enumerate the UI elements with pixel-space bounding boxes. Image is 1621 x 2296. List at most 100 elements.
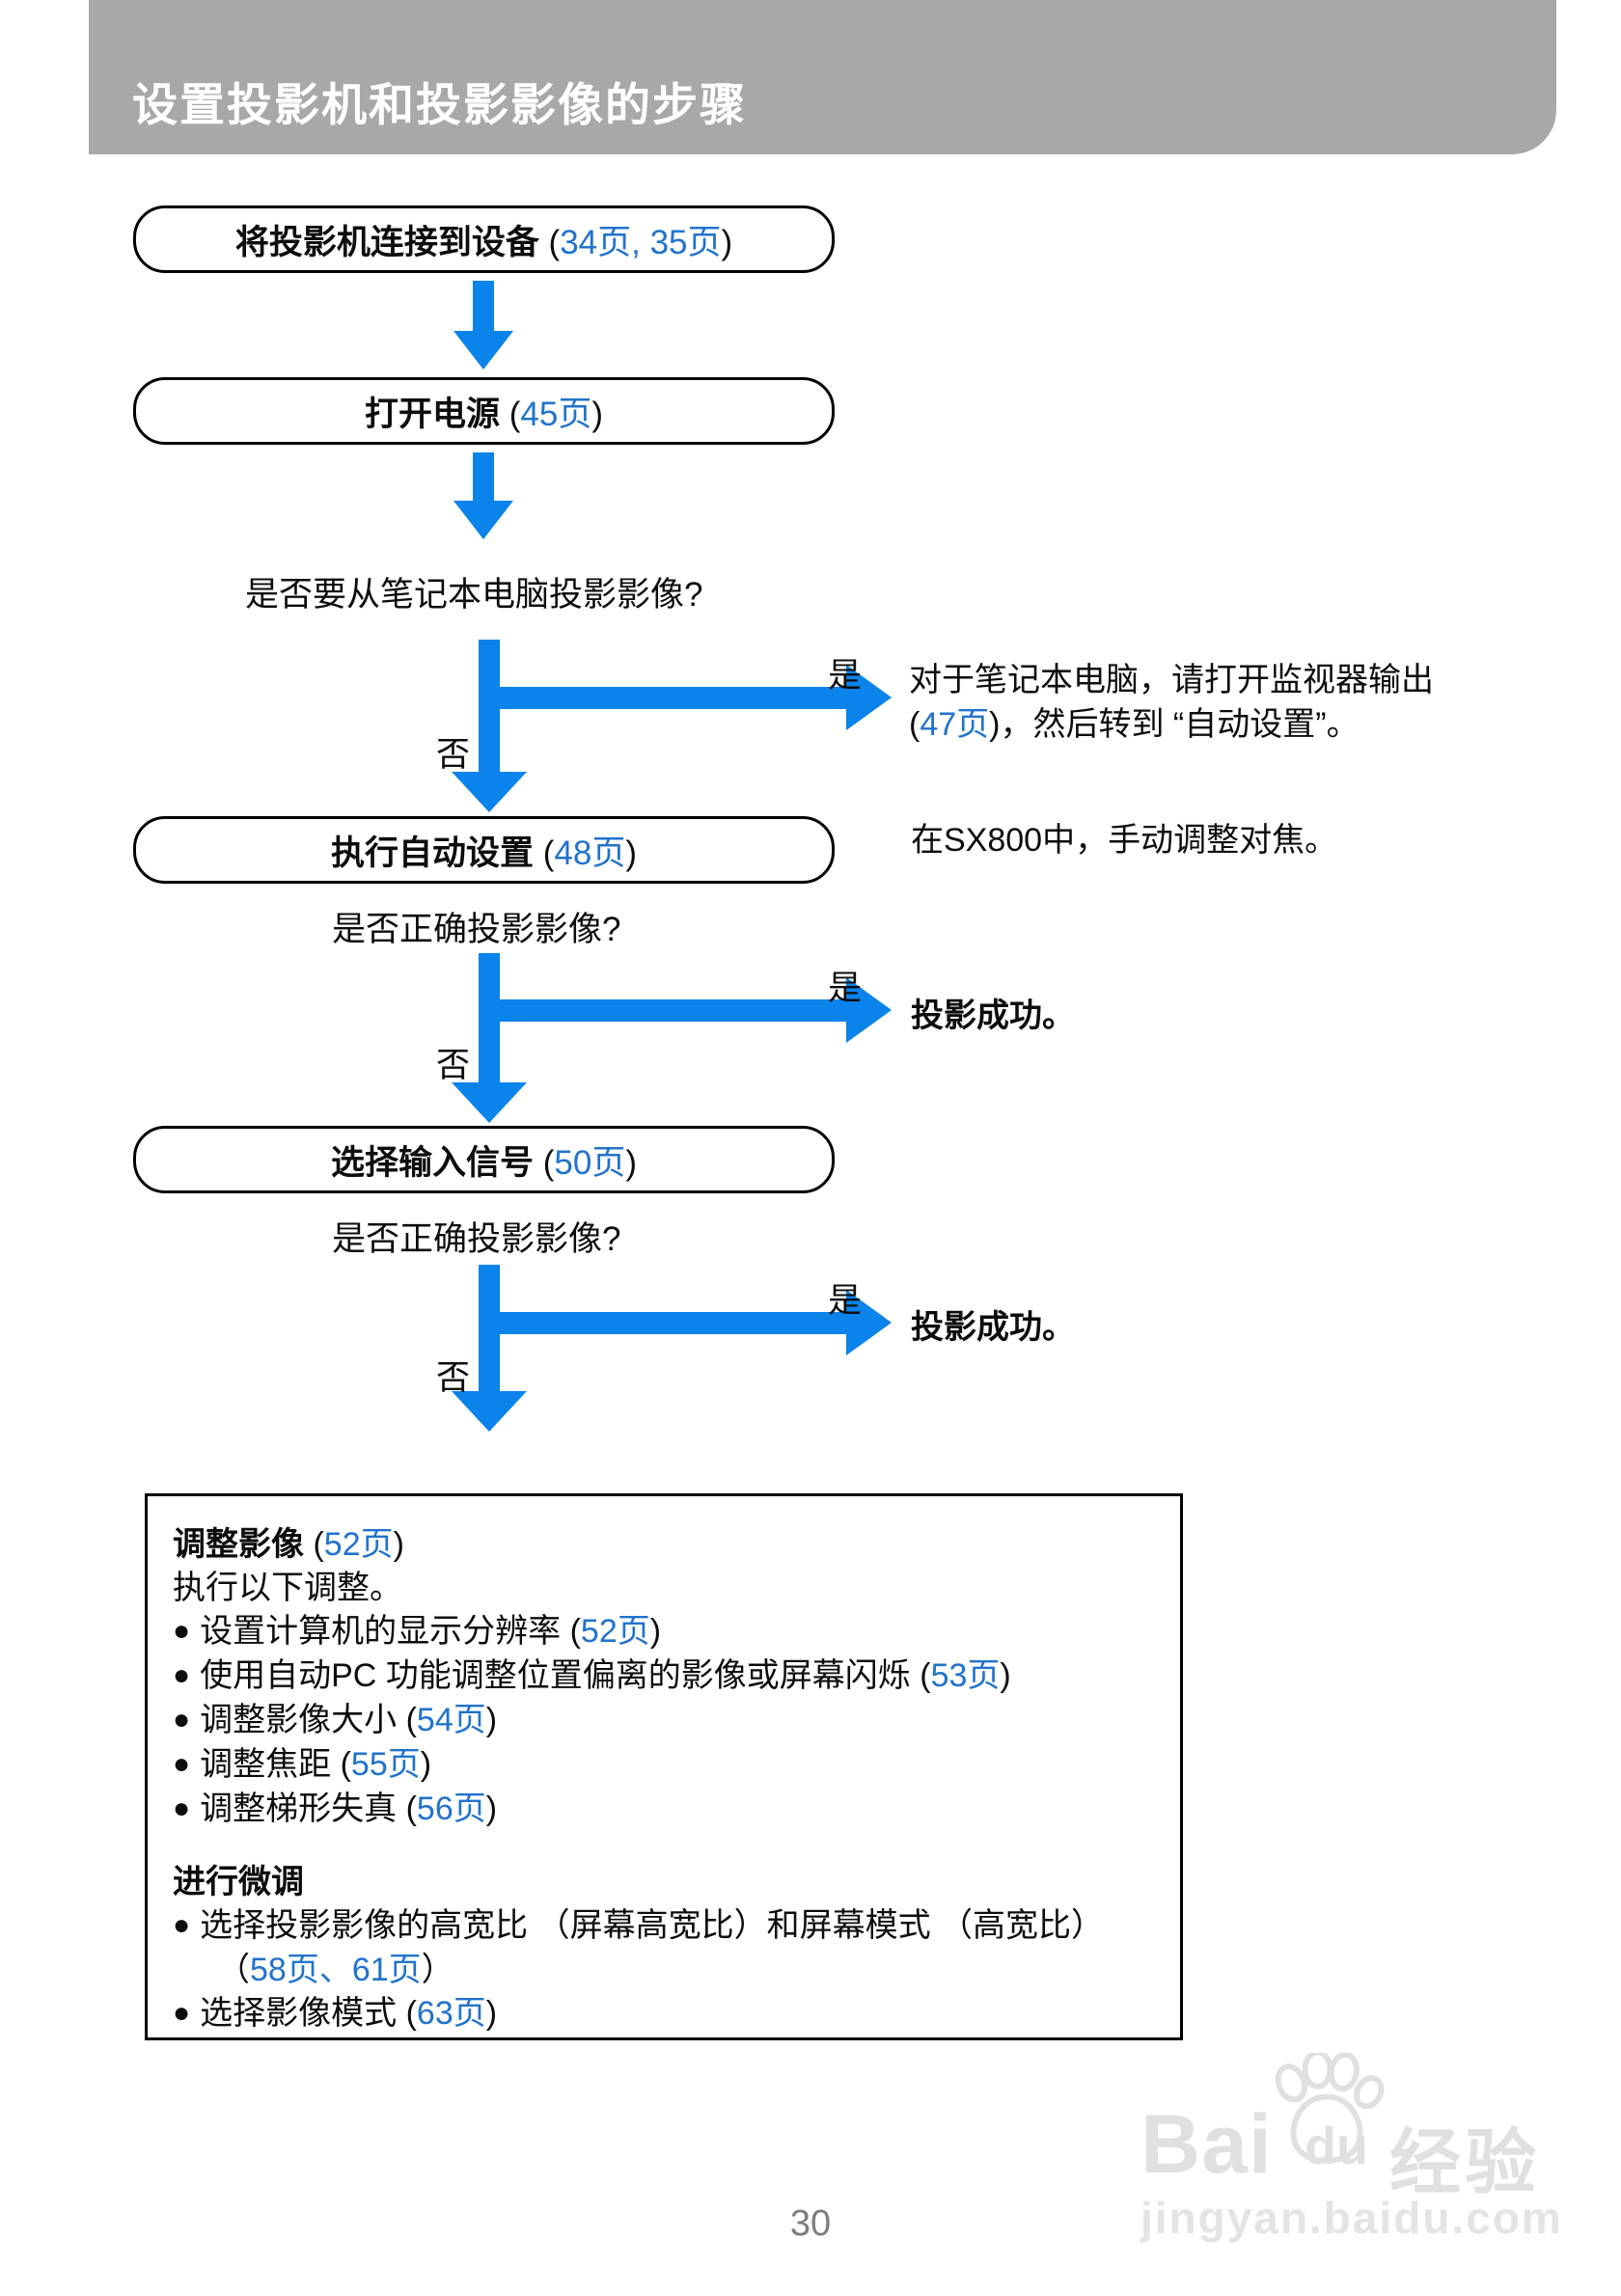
- bullet-icon: ●: [173, 1748, 191, 1780]
- down-arrow-2: [473, 452, 494, 501]
- branch2-right-arrow-head: [846, 977, 892, 1043]
- flow-box-input-signal-text: 选择输入信号 (50页): [331, 1135, 637, 1185]
- bullet-icon: ●: [173, 1997, 191, 2029]
- watermark-logo-row: Bai du 经验: [1140, 2049, 1563, 2202]
- page-link-52b[interactable]: 52页: [580, 1613, 650, 1650]
- bullet-image-size-text: 调整影像大小 (: [200, 1702, 417, 1738]
- down-arrow-1-head: [453, 331, 513, 369]
- branch3-yes-label: 是: [828, 1282, 863, 1320]
- page-link-55[interactable]: 55页: [350, 1746, 421, 1783]
- paren: ): [485, 1790, 498, 1827]
- bullet-resolution: ● 设置计算机的显示分辨率 (52页): [173, 1610, 1157, 1654]
- paren: (: [508, 395, 521, 433]
- baidu-paw-icon: [1264, 2049, 1389, 2177]
- page-link-58-61[interactable]: 58页、61页: [250, 1952, 422, 1988]
- question-correct-1: 是否正确投影影像?: [332, 911, 621, 948]
- note-laptop-line2: (47页)，然后转到 “自动设置”。: [909, 702, 1434, 747]
- flow-box-autosetup: 执行自动设置 (48页): [133, 816, 835, 884]
- branch2-no-label: 否: [436, 1047, 471, 1084]
- bullet-autopc: ● 使用自动PC 功能调整位置偏离的影像或屏幕闪烁 (53页): [173, 1654, 1157, 1699]
- flow-box-connect-text: 将投影机连接到设备 (34页, 35页): [235, 215, 732, 264]
- branch1-down-arrow-head: [452, 772, 527, 812]
- paren: (: [542, 1143, 555, 1182]
- page-link-52[interactable]: 52页: [323, 1526, 394, 1563]
- branch2-yes-label: 是: [828, 970, 863, 1007]
- note-success-1: 投影成功。: [911, 998, 1075, 1034]
- bullet-aspect-pages: （58页、61页）: [173, 1949, 1157, 1992]
- paren: ）: [421, 1952, 454, 1988]
- bullet-resolution-text: 设置计算机的显示分辨率 (: [200, 1613, 581, 1650]
- down-arrow-2-head: [453, 501, 513, 539]
- bullet-icon: ●: [173, 1792, 191, 1824]
- header-bar: 设置投影机和投影影像的步骤: [89, 0, 1556, 154]
- adjust-image-box: 调整影像 (52页) 执行以下调整。 ●设置计算机的显示分辨率 (52页) ●使…: [145, 1493, 1183, 2040]
- paren: (: [313, 1526, 324, 1563]
- page-link-47[interactable]: 47页: [920, 706, 990, 743]
- question-correct-2: 是否正确投影影像?: [332, 1220, 621, 1258]
- paren: ): [625, 1143, 637, 1182]
- flow-box-connect: 将投影机连接到设备 (34页, 35页): [133, 205, 835, 273]
- page-link-50[interactable]: 50页: [554, 1143, 626, 1182]
- watermark-url: jingyan.baidu.com: [1140, 2193, 1563, 2243]
- watermark-suffix-text: 经验: [1389, 2122, 1540, 2202]
- flow-box-power-label: 打开电源: [365, 395, 509, 433]
- watermark-brand-text: Bai: [1140, 2098, 1273, 2191]
- watermark-brand2-text: du: [1305, 2118, 1368, 2175]
- bullet-focus: ● 调整焦距 (55页): [173, 1743, 1157, 1788]
- flow-box-power: 打开电源 (45页): [133, 377, 835, 445]
- branch2-bar: [479, 999, 847, 1022]
- flow-box-connect-label: 将投影机连接到设备: [234, 223, 549, 261]
- flow-box-autosetup-text: 执行自动设置 (48页): [331, 826, 637, 875]
- bullet-icon: ●: [173, 1909, 191, 1941]
- branch1-bar: [479, 687, 847, 709]
- note-laptop: 对于笔记本电脑，请打开监视器输出 (47页)，然后转到 “自动设置”。: [909, 658, 1434, 747]
- bullet-autopc-text: 使用自动PC 功能调整位置偏离的影像或屏幕闪烁 (: [200, 1657, 931, 1694]
- bullet-image-mode-text: 选择影像模式 (: [200, 1995, 417, 2032]
- bullet-focus-text: 调整焦距 (: [200, 1746, 351, 1783]
- adjust-title-label: 调整影像: [173, 1526, 314, 1563]
- page-number: 30: [789, 2203, 832, 2244]
- branch1-yes-label: 是: [828, 657, 863, 695]
- adjust-intro: 执行以下调整。: [173, 1570, 402, 1606]
- paren: ): [649, 1613, 662, 1650]
- branch3-down-arrow-head: [452, 1391, 527, 1432]
- page-link-45[interactable]: 45页: [520, 395, 592, 433]
- paren: ): [625, 834, 637, 872]
- branch3-bar: [479, 1312, 847, 1334]
- bullet-icon: ●: [173, 1615, 191, 1647]
- question-laptop: 是否要从笔记本电脑投影影像?: [245, 576, 703, 614]
- page-link-48[interactable]: 48页: [554, 834, 626, 872]
- page-link-63[interactable]: 63页: [416, 1995, 486, 2032]
- branch3-no-label: 否: [436, 1359, 471, 1397]
- page-link-54[interactable]: 54页: [416, 1702, 486, 1738]
- adjust-title: 调整影像 (52页): [173, 1523, 1157, 1567]
- page-link-56[interactable]: 56页: [416, 1790, 486, 1827]
- bullet-image-size: ●调整影像大小 (54页): [173, 1699, 1157, 1743]
- page-link-34-35[interactable]: 34页, 35页: [560, 223, 722, 261]
- flow-box-autosetup-label: 执行自动设置: [331, 834, 543, 872]
- branch3-right-arrow-head: [846, 1290, 892, 1355]
- paren: ): [1000, 1657, 1011, 1694]
- bullet-aspect: ● 选择投影影像的高宽比 （屏幕高宽比）和屏幕模式 （高宽比）: [173, 1904, 1157, 1949]
- bullet-keystone: ● 调整梯形失真 (56页): [173, 1788, 1157, 1832]
- down-arrow-1: [473, 281, 494, 331]
- note-laptop-line2-rest: )，然后转到 “自动设置”。: [989, 706, 1360, 743]
- bullet-keystone-text: 调整梯形失真 (: [200, 1790, 417, 1827]
- paren: ): [420, 1746, 432, 1783]
- bullet-aspect-text: 选择投影影像的高宽比 （屏幕高宽比）和屏幕模式 （高宽比）: [200, 1907, 1105, 1944]
- note-success-2: 投影成功。: [911, 1309, 1075, 1346]
- flow-box-input-signal: 选择输入信号 (50页): [133, 1126, 835, 1193]
- page-link-53[interactable]: 53页: [930, 1657, 1001, 1694]
- page-title: 设置投影机和投影影像的步骤: [132, 79, 747, 130]
- note-sx800: 在SX800中，手动调整对焦。: [911, 822, 1338, 859]
- branch1-no-label: 否: [436, 736, 471, 774]
- paren: （: [217, 1952, 250, 1988]
- adjust-subtitle: 进行微调: [173, 1864, 304, 1900]
- bullet-icon: ●: [173, 1659, 191, 1691]
- paren: (: [542, 834, 555, 872]
- paren: (: [548, 223, 561, 261]
- bullet-image-mode: ●选择影像模式 (63页): [173, 1992, 1157, 2036]
- baidu-jingyan-watermark: Bai du 经验 jingyan.baidu.com: [1140, 2049, 1563, 2244]
- paren: (: [909, 706, 920, 743]
